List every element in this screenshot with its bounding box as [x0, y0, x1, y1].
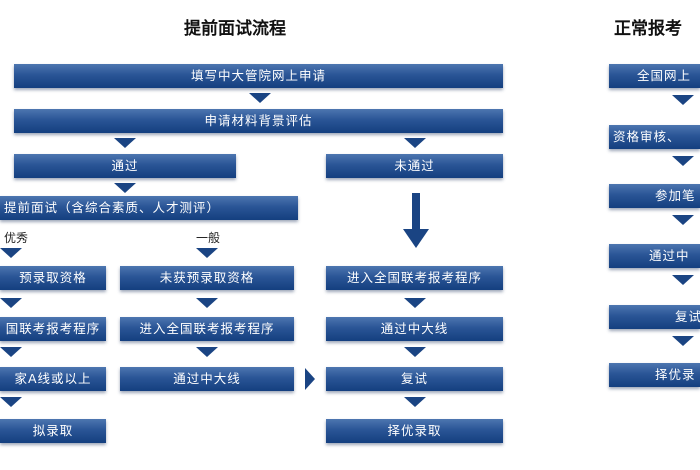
- arrow-down-icon: [672, 336, 694, 346]
- proposed-admission-box: 拟录取: [0, 419, 106, 443]
- pre-admission-box: 预录取资格: [0, 266, 106, 290]
- average-label: 一般: [196, 231, 221, 245]
- right-pass-line-box: 通过中: [609, 244, 700, 268]
- retest-box: 复试: [326, 367, 503, 391]
- left-flow-title: 提前面试流程: [184, 19, 286, 39]
- arrow-down-icon: [404, 138, 426, 148]
- right-qualification-box: 资格审核、: [609, 125, 700, 149]
- right-flow-title: 正常报考: [614, 19, 682, 39]
- pass-sysu-line-box: 通过中大线: [120, 367, 294, 391]
- arrow-down-icon: [249, 93, 271, 103]
- national-a-line-box: 家A线或以上: [0, 367, 106, 391]
- arrow-down-icon: [196, 248, 218, 258]
- right-admission-box: 择优录: [609, 363, 700, 387]
- arrow-down-icon: [404, 298, 426, 308]
- right-written-exam-box: 参加笔: [609, 184, 700, 208]
- arrow-down-icon: [196, 298, 218, 308]
- arrow-right-icon: [305, 368, 315, 390]
- enter-national-exam-box: 进入全国联考报考程序: [120, 317, 294, 341]
- apply-online-box: 填写中大管院网上申请: [14, 64, 503, 88]
- material-assessment-box: 申请材料背景评估: [14, 109, 503, 133]
- arrow-down-icon: [672, 275, 694, 285]
- arrow-down-icon: [0, 248, 22, 258]
- arrow-down-icon: [672, 95, 694, 105]
- arrow-down-icon: [0, 397, 22, 407]
- arrow-down-icon: [0, 347, 22, 357]
- arrow-down-icon: [114, 183, 136, 193]
- excellent-label: 优秀: [4, 231, 29, 245]
- arrow-down-icon: [404, 347, 426, 357]
- long-arrow-down-icon: [403, 193, 429, 248]
- fail-box: 未通过: [326, 154, 503, 178]
- pass-sysu-line-box: 通过中大线: [326, 317, 503, 341]
- arrow-down-icon: [114, 138, 136, 148]
- national-exam-box: 国联考报考程序: [0, 317, 106, 341]
- arrow-down-icon: [196, 347, 218, 357]
- merit-admission-box: 择优录取: [326, 419, 503, 443]
- arrow-down-icon: [0, 298, 22, 308]
- right-online-box: 全国网上: [609, 64, 700, 88]
- arrow-down-icon: [672, 156, 694, 166]
- enter-national-exam-box: 进入全国联考报考程序: [326, 266, 503, 290]
- no-pre-admission-box: 未获预录取资格: [120, 266, 294, 290]
- right-retest-box: 复试: [609, 305, 700, 329]
- pass-box: 通过: [14, 154, 236, 178]
- arrow-down-icon: [672, 215, 694, 225]
- early-interview-box: 提前面试（含综合素质、人才测评）: [0, 196, 298, 220]
- arrow-down-icon: [404, 397, 426, 407]
